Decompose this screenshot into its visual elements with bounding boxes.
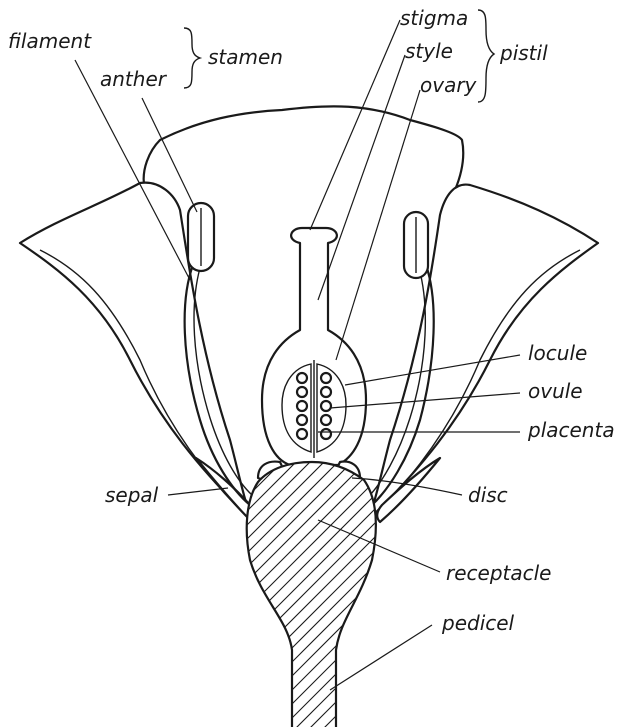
hatch-line: [550, 440, 634, 727]
stamen-brace: [184, 28, 200, 88]
label-pedicel: pedicel: [441, 611, 515, 635]
label-locule: locule: [528, 341, 587, 365]
back-petal: [144, 106, 464, 190]
sepal-leader: [168, 488, 228, 495]
label-ovule: ovule: [528, 379, 583, 403]
pistil-brace: [478, 10, 494, 102]
hatch-line: [606, 440, 634, 727]
hatch-line: [592, 440, 634, 727]
label-disc: disc: [468, 483, 508, 507]
label-receptacle: receptacle: [446, 561, 551, 585]
label-stigma: stigma: [400, 6, 468, 30]
label-sepal: sepal: [105, 483, 159, 507]
label-pistil: pistil: [499, 41, 548, 65]
hatch-line: [564, 440, 634, 727]
style-leader: [318, 55, 405, 300]
label-ovary: ovary: [420, 73, 478, 97]
right-anther: [404, 212, 428, 278]
label-anther: anther: [100, 67, 168, 91]
label-placenta: placenta: [527, 418, 615, 442]
left-anther: [188, 203, 214, 271]
hatch-line: [578, 440, 634, 727]
label-stamen: stamen: [208, 45, 283, 69]
pedicel-leader: [330, 625, 432, 690]
label-filament: filament: [8, 29, 92, 53]
label-style: style: [405, 39, 453, 63]
